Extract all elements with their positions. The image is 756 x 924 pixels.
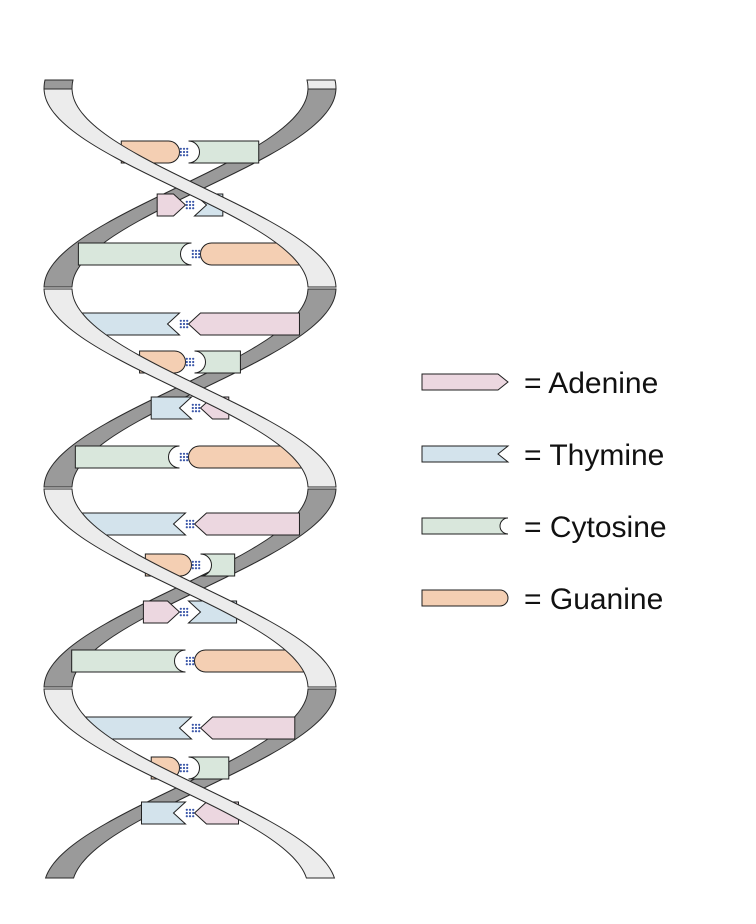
hydrogen-bond-dots [185, 519, 195, 529]
cytosine-base [194, 350, 241, 374]
front-backbone-segment [43, 88, 337, 288]
legend-item-thymine: = Thymine [421, 439, 664, 472]
hydrogen-bond-dots [185, 200, 195, 210]
legend-label-cytosine: = Cytosine [524, 511, 667, 544]
hydrogen-bond-dots [179, 763, 189, 773]
hydrogen-bond-dots [179, 319, 189, 329]
guanine-base [200, 242, 303, 266]
front-backbone-segment [43, 288, 337, 488]
hydrogen-bond-dots [179, 452, 189, 462]
base-pair-rungs [71, 140, 309, 825]
thymine-base [140, 801, 187, 825]
guanine-base [194, 649, 309, 673]
cytosine-base [188, 140, 260, 164]
cytosine-symbol [421, 517, 509, 535]
cytosine-base [200, 553, 236, 577]
base-pair [84, 716, 296, 740]
back-strand [43, 79, 337, 879]
legend-label-thymine: = Thymine [524, 439, 664, 472]
adenine-base [156, 193, 187, 217]
thymine-base [150, 396, 193, 420]
base-pair [71, 649, 309, 673]
base-pair [150, 756, 230, 780]
base-pair [142, 600, 238, 624]
adenine-base [199, 716, 296, 740]
legend-item-adenine: = Adenine [421, 367, 658, 400]
base-pair [120, 140, 260, 164]
guanine-base [188, 445, 306, 469]
hydrogen-bond-dots [191, 560, 201, 570]
legend-item-guanine: = Guanine [421, 583, 663, 616]
front-backbone-segment [43, 688, 336, 879]
back-backbone-segment [43, 79, 74, 90]
cytosine-base [77, 242, 192, 266]
hydrogen-bond-dots [185, 357, 195, 367]
thymine-symbol [421, 445, 510, 463]
adenine-base [193, 512, 300, 536]
front-backbone-segment [43, 488, 337, 688]
base-pair [80, 512, 300, 536]
hydrogen-bond-dots [191, 249, 201, 259]
guanine-symbol [421, 589, 509, 607]
hydrogen-bond-dots [179, 607, 189, 617]
hydrogen-bond-dots [185, 808, 195, 818]
front-strand [43, 79, 337, 879]
cytosine-base [188, 756, 230, 780]
base-pair [80, 312, 300, 336]
adenine-symbol [421, 373, 509, 391]
adenine-base [142, 600, 181, 624]
hydrogen-bond-dots [185, 656, 195, 666]
hydrogen-bond-dots [179, 147, 189, 157]
hydrogen-bond-dots [191, 403, 201, 413]
legend-label-guanine: = Guanine [524, 583, 663, 616]
base-pair [74, 445, 306, 469]
base-pair [77, 242, 303, 266]
cytosine-base [71, 649, 186, 673]
hydrogen-bond-dots [191, 723, 201, 733]
legend-label-adenine: = Adenine [524, 367, 658, 400]
front-backbone-segment [306, 79, 337, 90]
legend-item-cytosine: = Cytosine [421, 511, 667, 544]
adenine-base [187, 312, 300, 336]
legend: = Adenine = Thymine = Cytosine = Guanine [421, 367, 667, 616]
cytosine-base [74, 445, 180, 469]
